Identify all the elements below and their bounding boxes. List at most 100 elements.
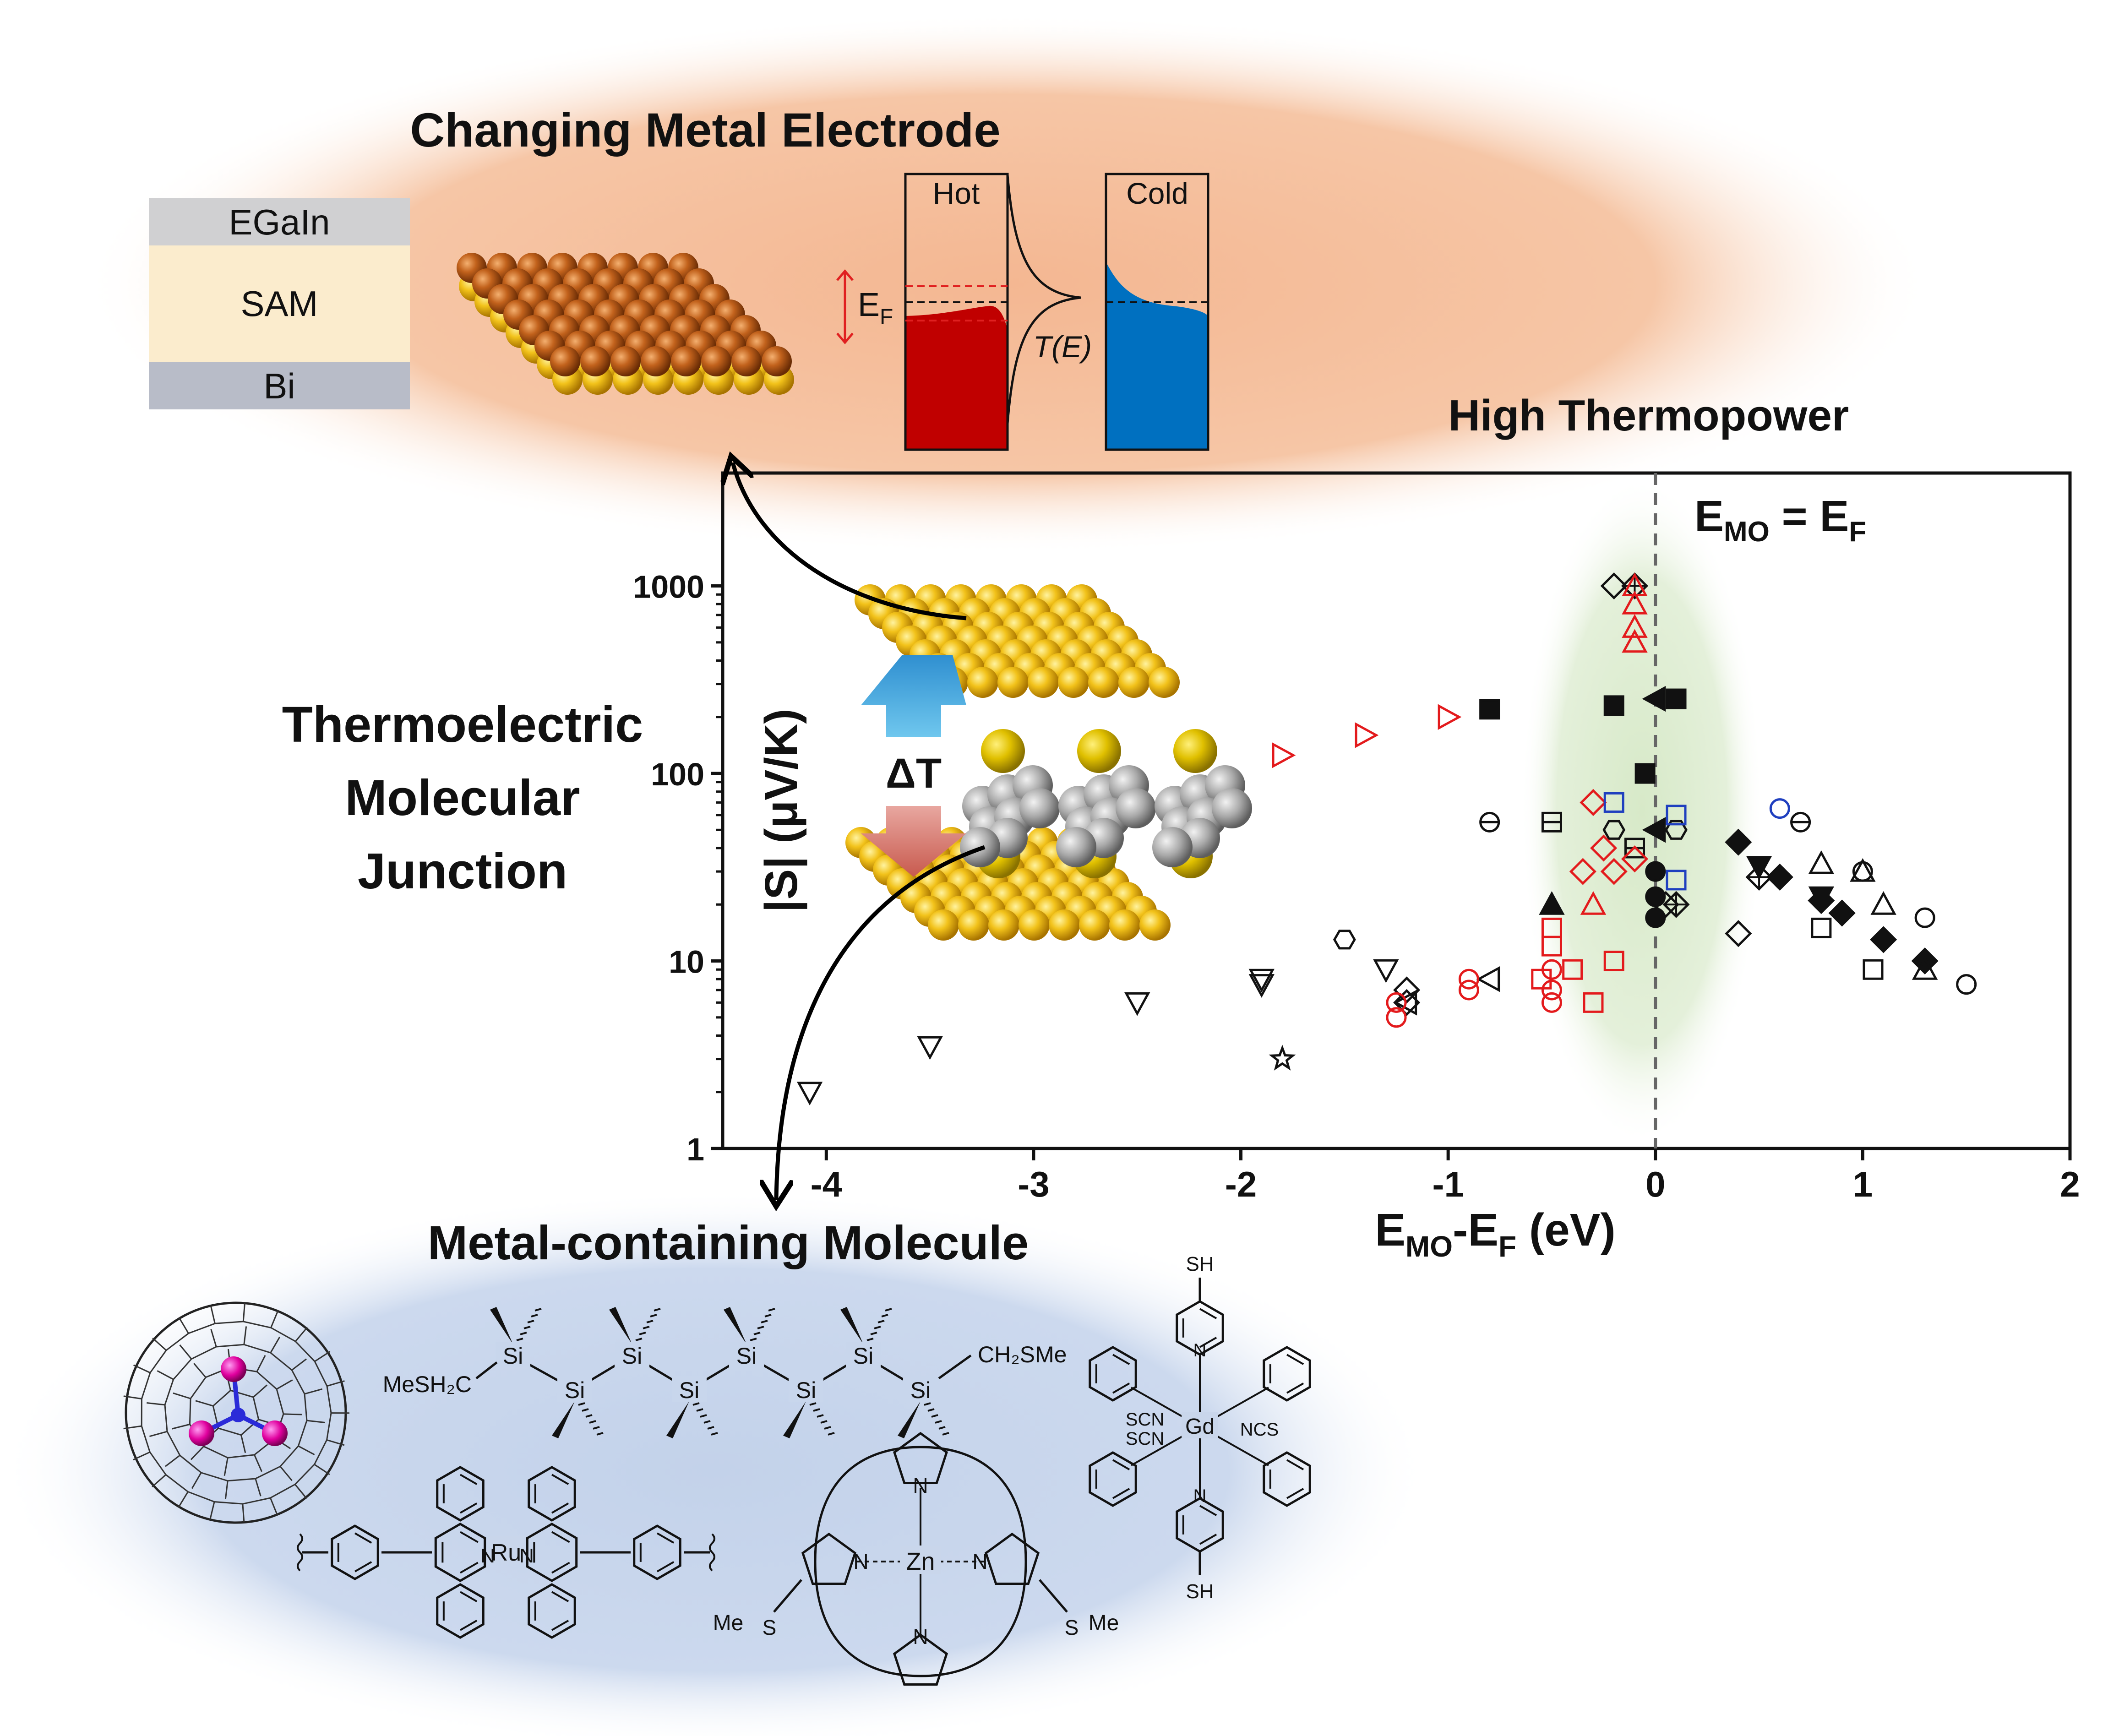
data-point [1386,992,1407,1013]
hash-bond [703,1420,711,1424]
egain-label: EGaIn [229,202,330,242]
wedge-bond [898,1401,921,1438]
sam-label: SAM [240,283,318,324]
hash-bond [531,1314,538,1317]
data-point [1248,969,1275,993]
cold-frame [1105,173,1209,451]
metal-background [488,1536,524,1564]
data-point [1634,763,1656,784]
data-point [1956,974,1977,995]
data-point [1124,992,1150,1016]
data-point [1622,629,1648,653]
fullerene-bond [270,1310,279,1328]
fullerene-bond [210,1305,216,1324]
data-point [1642,817,1666,843]
delta-t-down-arrow [861,806,966,877]
data-point [1580,891,1607,915]
pyridine-ring-double-bond [1112,1459,1130,1470]
hash-bond [527,1320,534,1323]
data-point [1603,695,1624,716]
wedge-bond [552,1401,575,1438]
wedge-bond [724,1307,746,1344]
gd-n-label: N [1193,1340,1207,1361]
hash-bond [596,1432,604,1436]
data-point [1541,992,1562,1013]
si-atom-background [729,1342,764,1367]
junction-title: Thermoelectric Molecular Junction [282,697,643,899]
copper-atom [641,346,671,376]
data-point [1621,845,1649,873]
data-point [1665,820,1688,840]
x-axis-label: EMO-EF (eV) [1375,1204,1616,1263]
gd-ligand-label: SCN [1126,1429,1164,1449]
data-point [917,1036,943,1060]
si-atom-label: Si [622,1343,642,1369]
pyridine-ring [1263,1451,1311,1507]
y-tick-label: 10 [669,944,704,980]
x-tick-label: 0 [1645,1164,1665,1204]
hash-bond [639,1332,646,1335]
copper-atom [671,346,701,376]
si-atom-label: Si [503,1343,523,1369]
hash-bond [643,1326,650,1329]
junction-title-line-2: Molecular [345,770,580,826]
pyridine-ring [1176,1300,1224,1356]
data-point [1666,688,1687,709]
molecule-atom [1212,788,1252,828]
hash-bond [881,1314,888,1317]
copper-atom [610,346,641,376]
data-point [1828,899,1856,927]
fullerene-bond [193,1363,207,1378]
pyridine-ring [1089,1346,1137,1402]
fullerene-metal-atom-3 [262,1420,288,1446]
fullerene-bond [306,1420,325,1424]
phenyl-ring [331,1524,379,1580]
end-bond [938,1354,972,1380]
top-electrode-atom [1118,667,1149,698]
data-point [1541,959,1562,980]
pyridine-ring [1263,1346,1311,1402]
zn-methyl-label: Me [713,1611,744,1635]
top-electrode-atom [967,667,998,698]
si-atom-background [903,1376,938,1402]
fullerene-bond [133,1364,151,1374]
ru-n-label: N [519,1545,534,1567]
fermi-arrow-up-head [836,269,854,281]
porphyrin-macrocycle [814,1446,1027,1677]
x-tick-label: -2 [1225,1164,1257,1204]
fullerene-bond [270,1336,281,1353]
hash-bond [578,1402,585,1406]
junction-title-line-3: Junction [358,843,567,899]
hash-bond [813,1408,820,1412]
top-electrode-atom [1058,667,1089,698]
copper-atom [701,346,731,376]
pyridine-ring-double-bond [551,1620,569,1631]
fullerene-bond [191,1472,202,1489]
hash-bond [885,1308,892,1312]
phenyl-ring [633,1524,681,1580]
fullerene-ring [189,1366,284,1458]
fullerene-center-atom [231,1408,245,1422]
si-atom-background [557,1376,592,1402]
egain-layer [149,198,410,245]
data-point [1642,686,1666,712]
hash-bond [520,1332,527,1335]
fullerene-bond [253,1384,268,1398]
y-tick-label: 100 [651,756,704,792]
pyridine-ring [436,1583,485,1639]
hash-bond [635,1338,643,1341]
ru-metal-label: Ru [491,1540,521,1566]
bottom-electrode-atom [1139,909,1171,941]
bi-label: Bi [263,366,295,406]
si-atom-background [846,1342,881,1367]
zn-n-label: N [853,1550,868,1573]
fermi-arrow-down-head [836,332,854,344]
hash-bond [935,1420,942,1424]
si-atom-background [496,1342,530,1367]
data-point [1914,907,1935,928]
pyridine-ring [526,1523,578,1582]
transmission-label: T(E) [1033,330,1092,364]
zn-s-label: S [1065,1616,1079,1639]
pyridine-ring-double-bond [460,1531,479,1543]
